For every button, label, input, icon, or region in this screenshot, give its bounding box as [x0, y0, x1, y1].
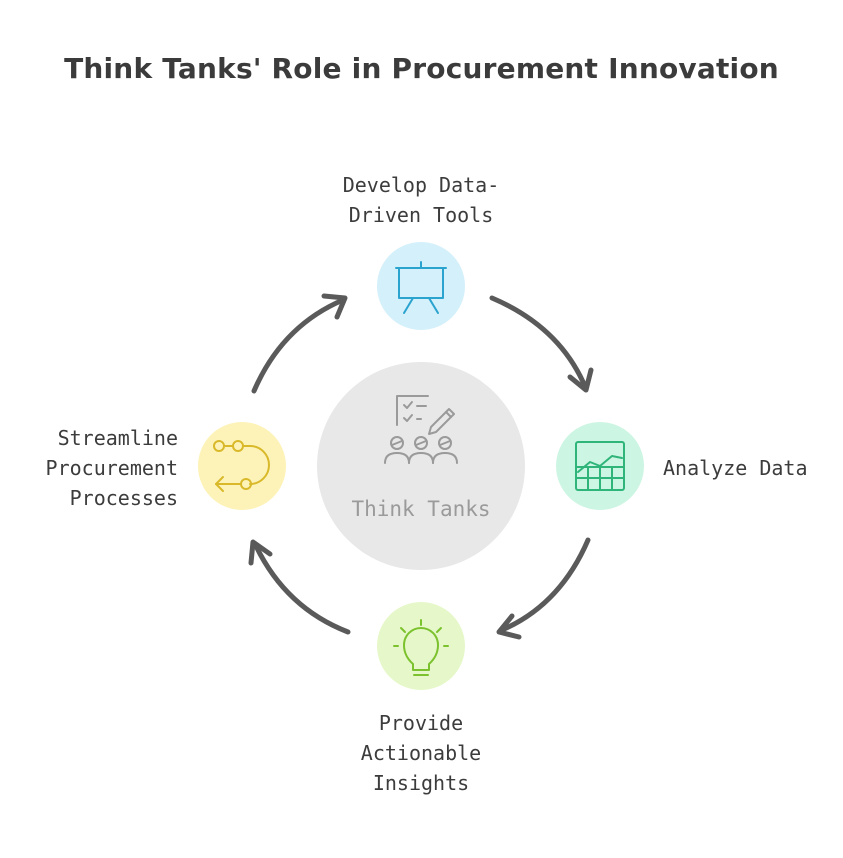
step-label-line: Actionable — [360, 741, 482, 765]
arrow-streamline-to-develop — [251, 297, 346, 394]
lightbulb-icon — [393, 619, 449, 676]
arrow-analyze-to-insights-head — [496, 613, 522, 640]
step-label-analyze: Analyze Data — [663, 453, 808, 483]
arrow-insights-to-streamline — [253, 543, 351, 635]
route-flow-icon — [213, 440, 270, 492]
spreadsheet-chart-icon — [575, 441, 625, 491]
step-label-line: Provide — [378, 711, 464, 735]
center-circle — [317, 362, 525, 570]
step-label-line: Processes — [69, 486, 178, 510]
step-label-line: Streamline — [57, 426, 178, 450]
arrow-streamline-to-develop-head — [321, 293, 348, 320]
step-circle-insights — [377, 602, 465, 690]
step-label-insights: Provide Actionable Insights — [321, 708, 521, 798]
arrow-develop-to-analyze — [489, 295, 587, 387]
arrow-insights-to-streamline-head — [248, 539, 273, 566]
page-title: Think Tanks' Role in Procurement Innovat… — [64, 52, 779, 85]
step-label-line: Insights — [372, 771, 470, 795]
presentation-easel-icon — [395, 261, 447, 314]
step-circle-streamline — [198, 422, 286, 510]
step-label-streamline: Streamline Procurement Processes — [0, 423, 178, 513]
center-label: Think Tanks — [351, 497, 491, 521]
step-label-develop: Develop Data- Driven Tools — [321, 170, 521, 230]
arrow-analyze-to-insights — [499, 537, 591, 633]
step-label-line: Analyze Data — [663, 456, 808, 480]
step-circle-develop — [377, 242, 465, 330]
arrow-develop-to-analyze-head — [567, 367, 594, 393]
cycle-arrows — [248, 293, 594, 640]
think-tank-team-icon — [384, 395, 458, 464]
step-label-line: Develop Data- — [342, 173, 500, 197]
step-label-line: Driven Tools — [348, 203, 494, 227]
step-label-line: Procurement — [45, 456, 178, 480]
